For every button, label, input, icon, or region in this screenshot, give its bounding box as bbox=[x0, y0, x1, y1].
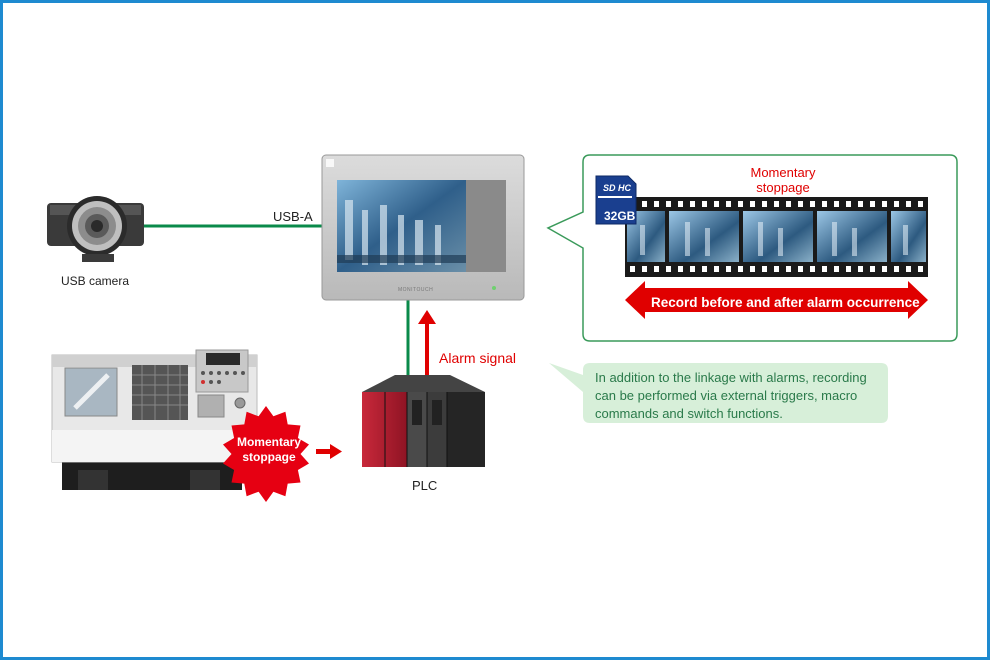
film-frame-2 bbox=[669, 211, 739, 262]
sd-card-icon bbox=[595, 175, 637, 225]
usb-camera-icon bbox=[47, 196, 144, 262]
touch-panel-display bbox=[321, 154, 525, 301]
camera-label: USB camera bbox=[61, 274, 130, 288]
plc-label: PLC bbox=[412, 478, 438, 493]
note-text: In addition to the linkage with alarms, … bbox=[595, 370, 867, 421]
note-box bbox=[549, 363, 888, 423]
screen-brand: MONITOUCH bbox=[398, 287, 434, 293]
record-duration-arrow bbox=[625, 281, 928, 319]
alarm-signal-label: Alarm signal bbox=[439, 350, 517, 366]
film-strip bbox=[625, 197, 928, 277]
stoppage-starburst-badge bbox=[223, 406, 309, 502]
callout-title: Momentary stoppage bbox=[750, 165, 816, 195]
plc-icon bbox=[362, 375, 485, 467]
sd-card-brand: SD HC bbox=[603, 183, 632, 193]
sd-card-capacity: 32GB bbox=[604, 209, 636, 223]
record-arrow-label: Record before and after alarm occurrence bbox=[651, 295, 920, 310]
stoppage-to-plc-arrow bbox=[316, 444, 342, 459]
film-frame-5 bbox=[891, 211, 926, 262]
stoppage-badge-label: Momentary stoppage bbox=[236, 435, 301, 464]
usb-connection-label: USB-A bbox=[273, 209, 313, 224]
cnc-machine-icon bbox=[51, 349, 258, 490]
alarm-signal-arrow bbox=[418, 310, 436, 384]
